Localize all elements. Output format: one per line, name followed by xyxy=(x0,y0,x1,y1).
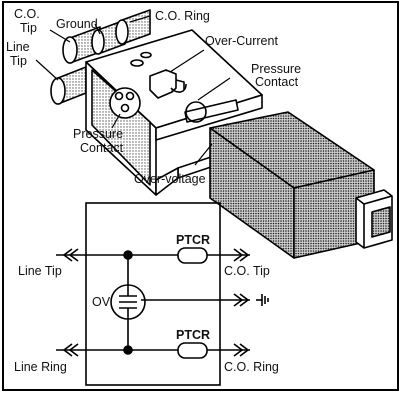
schematic-label-ptcr-top: PTCR xyxy=(176,233,210,247)
connector-co-ring xyxy=(233,343,244,357)
connector-co-tip xyxy=(233,248,244,262)
label-pressure-contact-right-line1: Pressure xyxy=(251,62,301,76)
ptc-housing xyxy=(209,111,393,259)
schematic-label-ptcr-bottom: PTCR xyxy=(176,328,210,342)
schematic-label-line-ring: Line Ring xyxy=(14,360,67,374)
label-pressure-contact-right-line2: Contact xyxy=(255,75,299,89)
pin-line-tip xyxy=(50,66,87,105)
connector-line-ring xyxy=(62,343,73,357)
label-co-ring: C.O. Ring xyxy=(155,9,210,23)
protector-device-illustration xyxy=(35,9,393,259)
label-ground: Ground xyxy=(56,17,98,31)
device-labels: C.O. Tip Ground C.O. Ring Line Tip Over-… xyxy=(6,7,301,186)
pin-co-ring xyxy=(115,9,151,45)
protector-base-block xyxy=(85,29,263,196)
junction-top xyxy=(123,250,133,260)
label-line-tip-line1: Line xyxy=(6,40,30,54)
label-co-tip-line1: C.O. xyxy=(14,7,40,21)
label-pressure-contact-left-line1: Pressure xyxy=(73,127,123,141)
label-pressure-contact-left-line2: Contact xyxy=(80,141,124,155)
label-co-tip-line2: Tip xyxy=(20,21,37,35)
label-over-current: Over-Current xyxy=(205,34,278,48)
label-leader-lines xyxy=(35,15,231,166)
schematic-label-co-ring: C.O. Ring xyxy=(224,360,279,374)
schematic-labels: Line Tip C.O. Tip Line Ring C.O. Ring PT… xyxy=(14,233,279,374)
schematic-label-ov: OV xyxy=(92,295,111,309)
label-line-tip-line2: Tip xyxy=(10,54,27,68)
schematic xyxy=(56,202,269,386)
connector-ground xyxy=(233,293,244,307)
schematic-label-co-tip: C.O. Tip xyxy=(224,264,270,278)
schematic-label-line-tip: Line Tip xyxy=(18,264,62,278)
connector-line-tip xyxy=(62,248,73,262)
label-over-voltage: Over-voltage xyxy=(134,172,206,186)
schematic-box xyxy=(85,202,221,386)
ptcr-bottom-resistor xyxy=(177,342,208,359)
junction-bottom xyxy=(123,345,133,355)
ptcr-top-resistor xyxy=(177,247,208,264)
